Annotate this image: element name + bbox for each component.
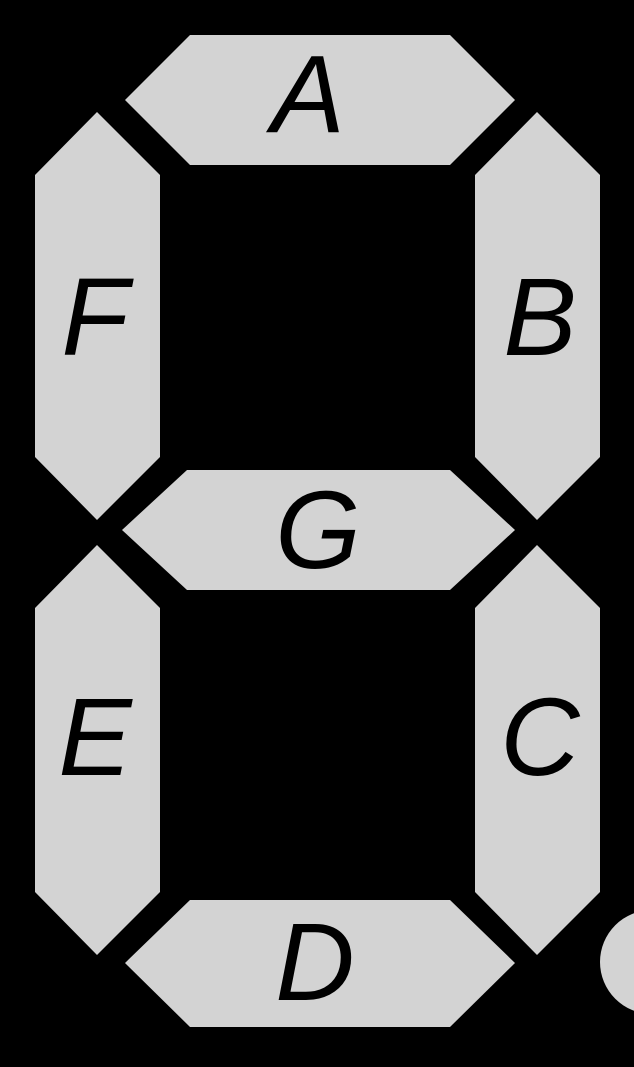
segment-a-label: A [265,33,344,156]
segment-g-shape [122,470,515,590]
segment-c-shape [475,545,600,955]
segment-f-label: F [61,256,134,379]
segment-b: B [475,112,600,520]
segment-d-shape [125,900,515,1027]
segment-b-label: B [503,256,576,379]
segment-e-shape [35,545,160,955]
segment-b-shape [475,112,600,520]
segment-a: A [125,33,515,165]
segment-f-shape [35,112,160,520]
segment-d: D [125,900,515,1027]
decimal-point [600,913,634,1011]
segment-g: G [122,469,515,592]
segment-a-shape [125,35,515,165]
segment-d-label: D [275,901,354,1024]
segment-e: E [35,545,160,955]
segment-e-label: E [58,676,133,799]
segment-f: F [35,112,160,520]
segment-c-label: C [500,676,581,799]
segment-g-label: G [275,469,361,592]
segment-c: C [475,545,600,955]
